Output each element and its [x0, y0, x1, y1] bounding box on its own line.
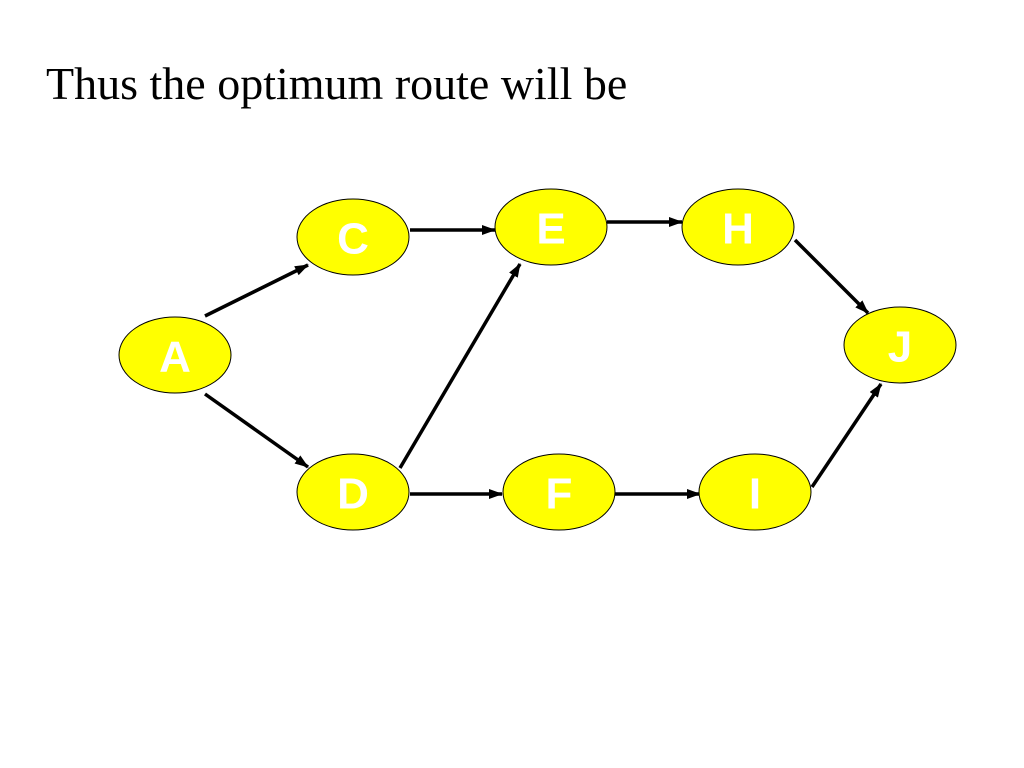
- node-c-ellipse: [296, 198, 410, 276]
- slide-title: Thus the optimum route will be: [46, 58, 628, 109]
- node-j-label: J: [888, 323, 912, 372]
- node-j-ellipse: [843, 306, 957, 384]
- node-i: I: [698, 453, 812, 531]
- nodes-layer: A C D E F H I J: [118, 188, 957, 531]
- edge-h-j: [793, 238, 870, 315]
- node-e-label: E: [536, 205, 565, 254]
- node-h: H: [681, 188, 795, 266]
- node-f-label: F: [546, 470, 573, 519]
- edge-d-e: [398, 263, 522, 469]
- node-a-label: A: [159, 333, 191, 382]
- node-h-label: H: [722, 205, 754, 254]
- node-c-label: C: [337, 215, 369, 264]
- node-d-label: D: [337, 470, 369, 519]
- edge-a-d: [203, 392, 310, 469]
- node-a: A: [118, 316, 232, 394]
- edge-a-c: [204, 263, 309, 318]
- edges-layer: [203, 217, 883, 499]
- node-e-ellipse: [494, 188, 608, 266]
- node-f: F: [502, 453, 616, 531]
- edge-i-j: [810, 383, 883, 488]
- node-f-ellipse: [502, 453, 616, 531]
- node-i-ellipse: [698, 453, 812, 531]
- node-d: D: [296, 453, 410, 531]
- node-e: E: [494, 188, 608, 266]
- node-d-ellipse: [296, 453, 410, 531]
- node-h-ellipse: [681, 188, 795, 266]
- node-j: J: [843, 306, 957, 384]
- node-a-ellipse: [118, 316, 232, 394]
- node-i-label: I: [749, 470, 761, 519]
- node-c: C: [296, 198, 410, 276]
